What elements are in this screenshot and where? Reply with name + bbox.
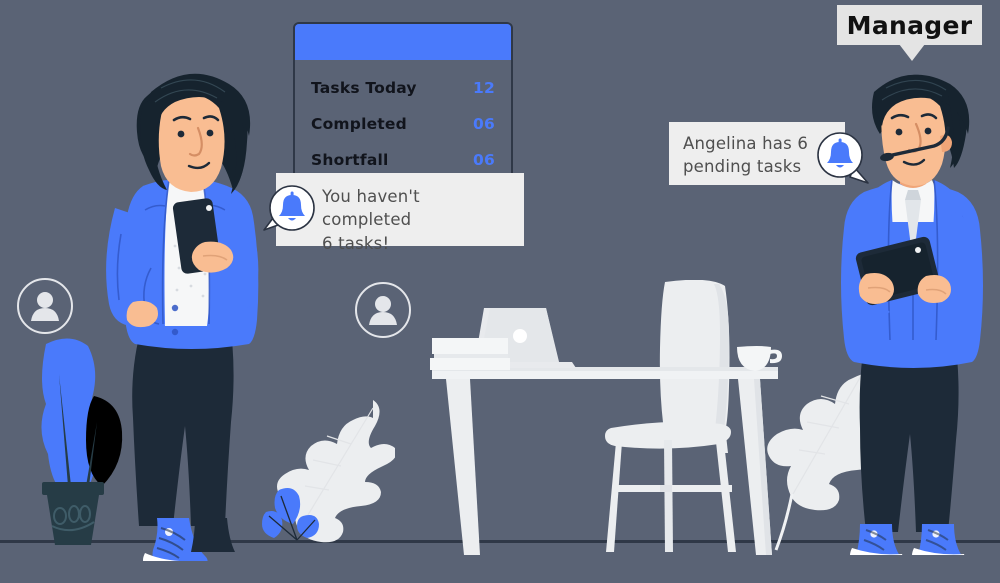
- workspace-furniture: [430, 280, 782, 555]
- bell-icon: [279, 191, 305, 221]
- user-avatar-icon: [369, 296, 397, 325]
- bell-icon: [827, 138, 853, 168]
- manager-label-text: Manager: [846, 10, 973, 40]
- manager-label-tag[interactable]: Manager: [837, 5, 982, 45]
- shoe-right: [912, 524, 965, 555]
- bell-badge-employee[interactable]: [262, 180, 320, 238]
- task-row-label: Tasks Today: [311, 79, 417, 97]
- coffee-cup-icon: [737, 346, 782, 371]
- avatar[interactable]: [16, 277, 74, 335]
- task-row-completed: Completed 06: [311, 106, 495, 142]
- task-row-tasks-today: Tasks Today 12: [311, 70, 495, 106]
- card-header-bar: [295, 24, 511, 60]
- manager-tag-pointer: [899, 44, 925, 61]
- desk-icon: [432, 367, 778, 555]
- task-row-value: 12: [473, 79, 495, 97]
- character-manager: [841, 74, 983, 555]
- character-employee: [106, 73, 259, 561]
- notification-manager[interactable]: Angelina has 6 pending tasks: [669, 122, 845, 185]
- leaf-icon: [262, 400, 395, 543]
- task-row-value: 06: [473, 115, 495, 133]
- task-row-value: 06: [473, 151, 495, 169]
- shoe-right: [191, 518, 235, 552]
- task-row-label: Shortfall: [311, 151, 389, 169]
- chair-icon: [605, 280, 736, 552]
- notification-line-1: You haven't completed: [322, 187, 420, 230]
- task-row-shortfall: Shortfall 06: [311, 142, 495, 178]
- shoe-left: [850, 524, 903, 555]
- bell-badge-manager[interactable]: [812, 127, 872, 189]
- headset-icon: [880, 126, 950, 162]
- paper-stack-icon: [430, 338, 510, 370]
- potted-plant-icon: [41, 338, 123, 545]
- notification-line-2: pending tasks: [683, 157, 802, 177]
- notification-line-1: Angelina has 6: [683, 134, 809, 153]
- notification-line-2: 6 tasks!: [322, 233, 390, 253]
- notification-employee[interactable]: You haven't completed 6 tasks!: [276, 173, 524, 253]
- task-row-label: Completed: [311, 115, 407, 133]
- user-avatar-icon: [31, 292, 59, 321]
- avatar[interactable]: [354, 281, 412, 339]
